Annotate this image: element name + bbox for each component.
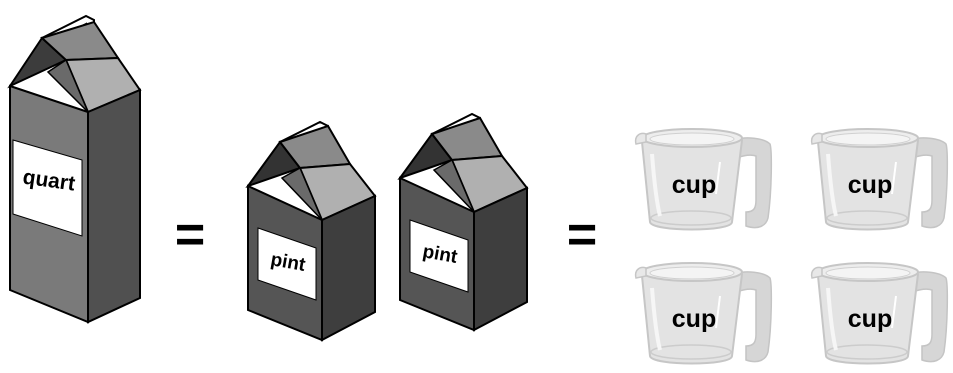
cup: cup bbox=[636, 129, 772, 230]
cup: cup bbox=[812, 263, 948, 364]
pint-carton: pint bbox=[248, 122, 375, 340]
equals-sign-2: = bbox=[567, 206, 597, 264]
cup-label-2: cup bbox=[848, 171, 892, 199]
equals-sign-1: = bbox=[175, 206, 205, 264]
cup-label-1: cup bbox=[672, 171, 716, 199]
cup-label-4: cup bbox=[848, 305, 892, 333]
cup: cup bbox=[812, 129, 948, 230]
quart-carton: quart bbox=[10, 16, 140, 322]
cup-label-3: cup bbox=[672, 305, 716, 333]
pint-carton: pint bbox=[400, 114, 527, 330]
cup: cup bbox=[636, 263, 772, 364]
